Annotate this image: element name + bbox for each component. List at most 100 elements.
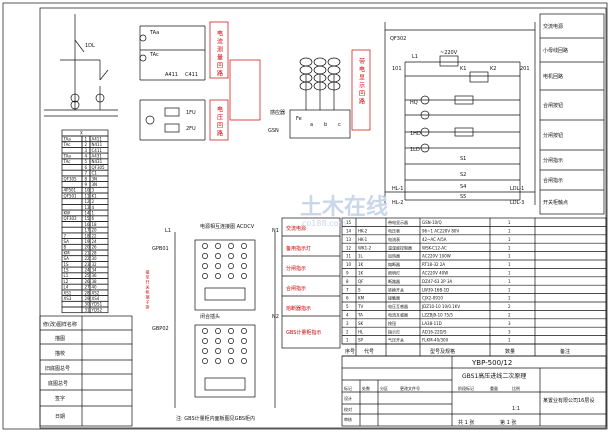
left-title-block: 修(改)图样名称 描图 描校 旧底图总号 底图总号 签字 日期 bbox=[39, 315, 133, 427]
bom-cell: 按钮 bbox=[388, 320, 396, 326]
terminal-left: KW bbox=[64, 211, 70, 216]
connector-pin bbox=[241, 243, 247, 249]
terminal-number: 3 bbox=[85, 148, 88, 153]
bom-cell: 1 bbox=[508, 296, 511, 301]
bom-cell: 1 bbox=[508, 254, 511, 259]
terminal-cell bbox=[61, 164, 83, 171]
terminal-left: QF303 bbox=[64, 216, 78, 221]
connector-pin bbox=[215, 328, 221, 334]
fn-ac-power: 交流电源 bbox=[543, 23, 563, 30]
terminal-right: 38 bbox=[92, 279, 98, 284]
bom-cell: 11 bbox=[346, 254, 352, 259]
label-1fu: 1FU bbox=[186, 110, 196, 116]
terminal-number: 22 bbox=[85, 256, 91, 261]
terminal-right: 2 bbox=[92, 199, 95, 204]
terminal-number: 19 bbox=[85, 239, 91, 244]
terminal-left: 8 bbox=[64, 245, 67, 250]
sensor-circuit: 带电显示回路 感应器 GSN Fe a b c bbox=[229, 49, 371, 139]
terminal-right: XS2 bbox=[92, 290, 100, 295]
terminal-left: XS1 bbox=[64, 290, 72, 295]
terminal-number: 9 bbox=[85, 182, 88, 187]
wiring-note: 注: GBS计量柜内面板图见GBS柜内 bbox=[176, 415, 255, 422]
terminal-left: TAc bbox=[63, 159, 71, 164]
terminal-right: XS4 bbox=[92, 296, 100, 301]
current-loop-label: 电流测量回路 bbox=[216, 29, 223, 78]
terminal-rotated-label: 接至开关柜端子排 bbox=[146, 269, 151, 310]
bom-cell: 2 bbox=[508, 313, 511, 318]
bom-cell: 1L bbox=[358, 254, 364, 259]
terminal-number: 26 bbox=[85, 279, 91, 284]
terminal-left: TAc bbox=[63, 142, 71, 147]
terminal-number: 11 bbox=[85, 193, 91, 198]
terminal-right: N411 bbox=[92, 142, 103, 147]
bom-cell: 指示灯 bbox=[388, 328, 400, 334]
bom-cell: LZZBJ9-10 75/5 bbox=[422, 313, 453, 318]
terminal-left: 4P501 bbox=[64, 188, 77, 193]
bom-cell: 7 bbox=[346, 287, 349, 292]
bom-cell: 1 bbox=[508, 279, 511, 284]
label-a411: A411 bbox=[165, 72, 178, 78]
bom-cell: AD16-22D/S bbox=[422, 329, 447, 334]
tb-label-0: 修(改)图样名称 bbox=[43, 321, 77, 328]
terminal-right: 18 bbox=[92, 222, 98, 227]
bom-cell: 电流表 bbox=[388, 236, 400, 242]
bom-cell: WK1-2 bbox=[358, 245, 372, 250]
terminal-left: QF305 bbox=[64, 176, 78, 181]
wf-top-4: 熔断器指示 bbox=[286, 305, 311, 312]
label-1hd: 1HD bbox=[410, 131, 421, 137]
bom-cell: 9 bbox=[346, 271, 349, 276]
terminal-right: YDS1 bbox=[91, 302, 103, 307]
sign-mark: 标记 bbox=[344, 385, 352, 391]
terminal-number: 28 bbox=[85, 290, 91, 295]
live-display-label: 带电显示回路 bbox=[358, 57, 365, 106]
bom-cell: TV bbox=[357, 304, 363, 309]
connector-pin bbox=[228, 253, 234, 259]
label-l1: L1 bbox=[412, 54, 418, 60]
terminal-number: 6 bbox=[85, 165, 88, 170]
bom-cell: CJX2-0910 bbox=[422, 296, 443, 301]
label-ldl1: LDL-1 bbox=[510, 186, 524, 192]
tb-label-6: 日期 bbox=[55, 414, 65, 420]
terminal-number: 15 bbox=[85, 216, 91, 221]
fn-contact: 开关柜触点 bbox=[543, 199, 568, 206]
terminal-right: A431 bbox=[92, 154, 103, 159]
bom-cell: WSK-C12-AC bbox=[422, 245, 447, 250]
bom-cell: 电压互感器 bbox=[388, 303, 408, 309]
title-block: YBP-500/12 GBS1高压进线二次原理 某置业有限公司16层设 1:1 … bbox=[341, 355, 607, 427]
phase-a: a bbox=[310, 122, 313, 128]
connector-pin bbox=[241, 328, 247, 334]
connector-pin bbox=[215, 358, 221, 364]
terminal-cell bbox=[61, 169, 83, 177]
label-n2: N2 bbox=[272, 314, 279, 320]
fn-close-indicator: 合闸指示 bbox=[543, 177, 563, 184]
label-c411: C411 bbox=[185, 72, 198, 78]
terminal-number: 2 bbox=[85, 142, 88, 147]
terminal-right: 30 bbox=[92, 256, 98, 261]
connector-pin bbox=[215, 348, 221, 354]
terminal-number: 25 bbox=[85, 273, 91, 278]
terminal-number: 31 bbox=[85, 307, 91, 312]
connector-pin bbox=[202, 273, 208, 279]
bom-cell: FLKM-40/300 bbox=[422, 338, 449, 343]
terminal-left: 7 bbox=[64, 233, 67, 238]
scale-value: 1:1 bbox=[512, 406, 520, 412]
wiring-title-1: 电源相互连接图 ACDCV bbox=[200, 223, 255, 230]
tb-label-2: 描校 bbox=[55, 350, 65, 357]
connector-pin bbox=[202, 253, 208, 259]
bom-cell: 电压表 bbox=[388, 228, 400, 234]
fn-close-button: 合闸按钮 bbox=[543, 102, 563, 109]
bom-cell: AC220V 40W bbox=[422, 271, 448, 276]
connector-pin bbox=[228, 273, 234, 279]
label-qf302: QF302 bbox=[390, 36, 406, 42]
terminal-number: 4 bbox=[85, 154, 88, 159]
terminal-number: 24 bbox=[85, 268, 91, 273]
sensor-gsn: GSN bbox=[268, 128, 279, 134]
wf-top-0: 交流电源 bbox=[286, 225, 306, 232]
terminal-cell bbox=[61, 198, 83, 205]
terminal-number: 12 bbox=[85, 199, 91, 204]
terminal-number: 10 bbox=[85, 188, 91, 193]
label-taa: TAa bbox=[149, 30, 159, 36]
role-design: 设计 bbox=[344, 395, 352, 401]
terminal-right: C411 bbox=[92, 148, 103, 153]
stage-scale: 比例 bbox=[512, 385, 520, 391]
